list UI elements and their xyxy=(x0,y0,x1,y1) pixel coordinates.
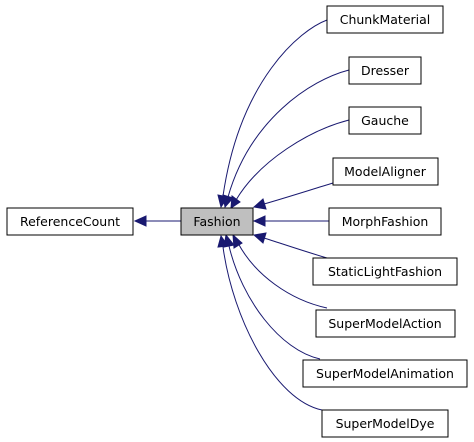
node-fashion: Fashion xyxy=(180,207,254,236)
edge-chunkmaterial-to-fashion xyxy=(222,19,328,197)
node-chunkmaterial-label: ChunkMaterial xyxy=(340,12,431,27)
node-gauche-label: Gauche xyxy=(361,113,409,128)
arrowhead-supermodeldye xyxy=(217,234,229,248)
node-supermodeldye-box xyxy=(321,409,449,438)
node-supermodelanimation-box xyxy=(302,359,468,388)
edge-gauche-to-fashion xyxy=(235,119,350,201)
node-dresser-label: Dresser xyxy=(361,63,410,78)
node-supermodelaction-label: SuperModelAction xyxy=(328,316,441,331)
node-fashion-box xyxy=(180,207,254,236)
node-chunkmaterial[interactable]: ChunkMaterial xyxy=(326,5,444,34)
node-supermodelaction[interactable]: SuperModelAction xyxy=(315,309,456,338)
node-supermodeldye-label: SuperModelDye xyxy=(336,416,435,431)
arrowhead-modelaligner xyxy=(252,198,267,210)
edge-supermodelaction-to-fashion xyxy=(237,242,328,309)
node-morphfashion-label: MorphFashion xyxy=(342,214,429,229)
node-staticlightfashion[interactable]: StaticLightFashion xyxy=(312,257,458,286)
node-modelaligner-box xyxy=(332,157,439,186)
node-fashion-label: Fashion xyxy=(193,214,240,229)
node-staticlightfashion-label: StaticLightFashion xyxy=(328,264,442,279)
arrowhead-morphfashion xyxy=(252,215,266,227)
edge-supermodeldye-to-fashion xyxy=(222,246,323,411)
node-gauche-box xyxy=(348,106,422,135)
node-supermodelanimation-label: SuperModelAnimation xyxy=(316,366,454,381)
node-supermodelaction-box xyxy=(315,309,456,338)
arrowhead-staticlightfashion xyxy=(252,232,267,244)
arrowhead-dresser xyxy=(222,194,234,209)
arrowhead-gauche xyxy=(230,195,241,209)
edge-staticlightfashion-to-fashion xyxy=(263,237,328,259)
edges xyxy=(133,19,350,411)
node-morphfashion-box xyxy=(328,207,442,236)
node-dresser-box xyxy=(348,56,422,85)
node-supermodelanimation[interactable]: SuperModelAnimation xyxy=(302,359,468,388)
edge-dresser-to-fashion xyxy=(227,69,350,198)
node-referencecount-box xyxy=(6,207,134,236)
node-staticlightfashion-box xyxy=(312,257,458,286)
node-chunkmaterial-box xyxy=(326,5,444,34)
node-dresser[interactable]: Dresser xyxy=(348,56,422,85)
node-morphfashion[interactable]: MorphFashion xyxy=(328,207,442,236)
node-supermodeldye[interactable]: SuperModelDye xyxy=(321,409,449,438)
arrowhead-referencecount xyxy=(133,215,147,227)
node-referencecount-label: ReferenceCount xyxy=(20,214,120,229)
node-modelaligner[interactable]: ModelAligner xyxy=(332,157,439,186)
node-referencecount[interactable]: ReferenceCount xyxy=(6,207,134,236)
edge-modelaligner-to-fashion xyxy=(263,182,334,205)
arrowhead-supermodelaction xyxy=(232,233,243,249)
node-modelaligner-label: ModelAligner xyxy=(344,164,427,179)
edge-supermodelanimation-to-fashion xyxy=(228,245,321,360)
node-gauche[interactable]: Gauche xyxy=(348,106,422,135)
